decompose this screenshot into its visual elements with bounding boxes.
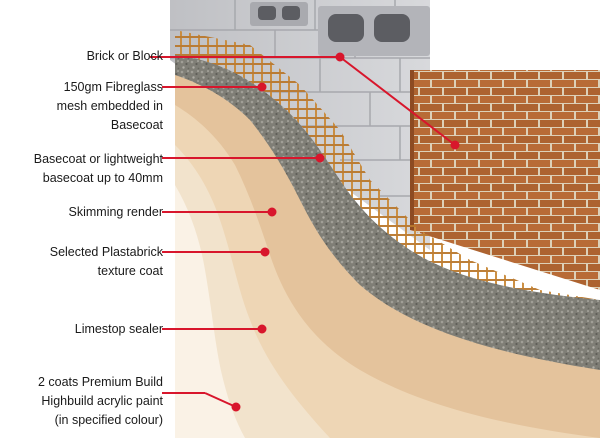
label-basecoat: Basecoat or lightweight basecoat up to 4… [34, 150, 163, 188]
leader-sealer [162, 324, 267, 334]
label-line: Basecoat [110, 118, 163, 132]
brick-wall [410, 70, 600, 290]
acrylic-paint-layer [175, 185, 245, 438]
label-line: mesh embedded in [56, 99, 163, 113]
label-fibreglass-mesh: 150gm Fibreglass mesh embedded in Baseco… [57, 78, 163, 135]
label-line: Selected Plastabrick [49, 245, 163, 259]
leader-texture [162, 247, 270, 257]
leader-mesh [162, 82, 267, 92]
label-acrylic-paint: 2 coats Premium Build Highbuild acrylic … [38, 373, 163, 430]
label-line: 150gm Fibreglass [63, 80, 163, 94]
label-brick-or-block: Brick or Block [87, 47, 163, 66]
label-line: (in specified colour) [54, 413, 163, 427]
fibreglass-mesh [175, 30, 600, 330]
label-line: Limestop sealer [74, 322, 163, 336]
texture-coat-layer [175, 105, 600, 438]
leader-skim [162, 207, 277, 217]
leader-basecoat [162, 153, 325, 163]
label-texture-coat: Selected Plastabrick texture coat [50, 243, 163, 281]
label-line: basecoat up to 40mm [42, 171, 163, 185]
label-line: Basecoat or lightweight [33, 152, 163, 166]
label-line: Skimming render [68, 205, 163, 219]
label-skimming-render: Skimming render [69, 203, 163, 222]
label-limestop-sealer: Limestop sealer [75, 320, 163, 339]
label-line: Brick or Block [86, 49, 163, 63]
label-line: Highbuild acrylic paint [41, 394, 163, 408]
label-line: texture coat [97, 264, 163, 278]
leader-brick [150, 52, 460, 150]
leader-paint [162, 392, 241, 412]
label-line: 2 coats Premium Build [37, 375, 163, 389]
